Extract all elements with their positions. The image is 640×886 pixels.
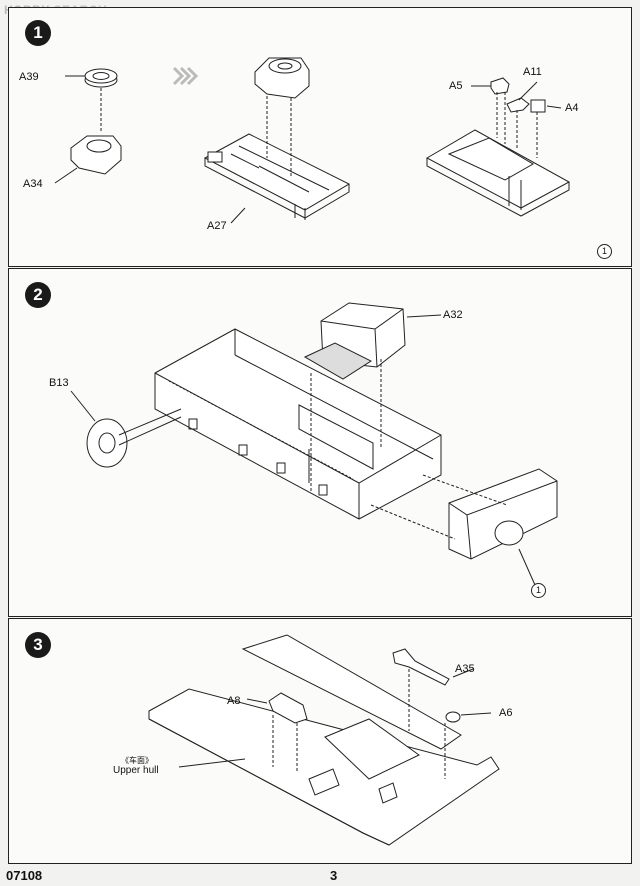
product-code: 07108 — [6, 868, 43, 883]
step-1-badge: 1 — [25, 20, 51, 46]
label-a5: A5 — [449, 80, 463, 92]
label-a39: A39 — [19, 71, 39, 83]
step-ref-marker: 1 — [597, 244, 612, 259]
step-ref-marker: 1 — [531, 583, 546, 598]
label-a32: A32 — [443, 309, 463, 321]
step-3-badge: 3 — [25, 632, 51, 658]
label-a4: A4 — [565, 102, 579, 114]
label-a6: A6 — [499, 707, 513, 719]
step-1-illustration — [54, 57, 571, 224]
label-a27: A27 — [207, 220, 227, 232]
label-a11: A11 — [523, 66, 542, 78]
upper-hull-cn-label: 《车面》 — [121, 756, 153, 765]
upper-hull-label: Upper hull — [113, 765, 159, 776]
step-2-panel: 2 — [8, 268, 632, 617]
label-b13: B13 — [49, 377, 69, 389]
label-a8: A8 — [227, 695, 241, 707]
step-2-badge: 2 — [25, 282, 51, 308]
step-1-panel: 1 — [8, 7, 632, 267]
label-a34: A34 — [23, 178, 43, 190]
step-3-illustration — [148, 634, 500, 846]
page-number: 3 — [330, 868, 338, 883]
label-a35: A35 — [455, 663, 475, 675]
step-3-panel: 3 A35 A8 A6 《车面》 Upp — [8, 618, 632, 864]
step-2-illustration — [70, 302, 558, 586]
